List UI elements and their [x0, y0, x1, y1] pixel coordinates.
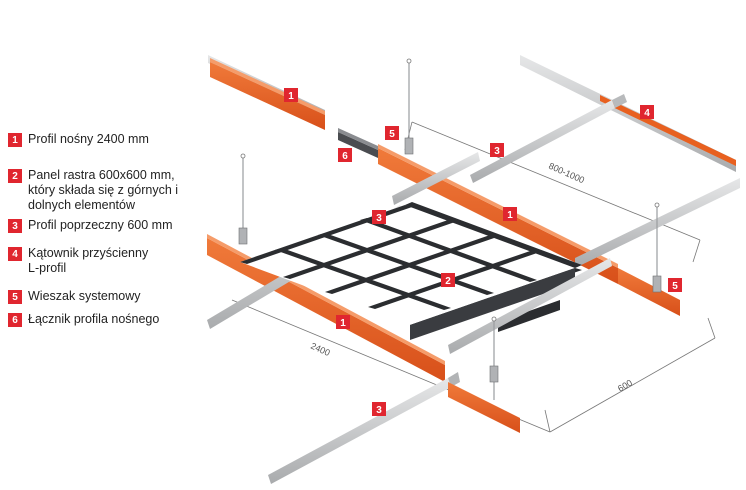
- callout-1-top: 1: [284, 88, 298, 102]
- callout-3-left: 3: [372, 210, 386, 224]
- grey-carrier-right: [470, 94, 627, 183]
- callout-3-bottom: 3: [372, 402, 386, 416]
- callout-4: 4: [640, 105, 654, 119]
- callout-6: 6: [338, 148, 352, 162]
- legend-badge: 6: [8, 313, 22, 327]
- callout-5-right: 5: [668, 278, 682, 292]
- svg-text:1: 1: [507, 210, 513, 221]
- callout-1-left: 1: [336, 315, 350, 329]
- legend-item-1: 1 Profil nośny 2400 mm: [8, 132, 149, 147]
- legend-badge: 2: [8, 169, 22, 183]
- legend-item-3: 3 Profil poprzeczny 600 mm: [8, 218, 173, 233]
- legend-badge: 4: [8, 247, 22, 261]
- legend-label: Profil poprzeczny 600 mm: [28, 218, 173, 232]
- dimension-main-length: 2400: [309, 341, 331, 358]
- svg-text:4: 4: [644, 108, 650, 119]
- main-profile-bottom: [448, 382, 520, 433]
- callout-1-middle: 1: [503, 207, 517, 221]
- legend-label: Profil nośny 2400 mm: [28, 132, 149, 146]
- legend-label: Łącznik profila nośnego: [28, 312, 160, 326]
- legend-item-5: 5 Wieszak systemowy: [8, 289, 141, 304]
- grey-profile-bottom: [268, 372, 460, 484]
- callout-5-top: 5: [385, 126, 399, 140]
- callout-2: 2: [441, 273, 455, 287]
- legend-badge: 1: [8, 133, 22, 147]
- main-profile-top-left: [210, 58, 325, 130]
- svg-text:1: 1: [340, 318, 346, 329]
- svg-text:2: 2: [445, 276, 451, 287]
- callout-3-top: 3: [490, 143, 504, 157]
- svg-text:3: 3: [376, 405, 382, 416]
- legend-item-4: 4 Kątownik przyścienny L-profil: [8, 246, 148, 276]
- svg-text:1: 1: [288, 91, 294, 102]
- svg-text:3: 3: [494, 146, 500, 157]
- legend-item-6: 6 Łącznik profila nośnego: [8, 312, 159, 327]
- hangers: [242, 62, 658, 400]
- wall-angle-profiles: [208, 55, 736, 172]
- hanger-clips: [238, 137, 662, 383]
- svg-text:5: 5: [389, 129, 395, 140]
- hanger-tops: [240, 58, 660, 322]
- legend-item-2: 2 Panel rastra 600x600 mm, który składa …: [8, 168, 178, 213]
- legend-label: Panel rastra 600x600 mm, który składa si…: [28, 168, 179, 212]
- svg-text:6: 6: [342, 151, 348, 162]
- legend-label: Kątownik przyścienny L-profil: [28, 246, 149, 275]
- dimension-hanger-spacing: 800-1000: [547, 161, 586, 186]
- svg-text:3: 3: [376, 213, 382, 224]
- legend-label: Wieszak systemowy: [28, 289, 141, 303]
- wall-angle-right-orange-edge: [600, 95, 736, 166]
- legend-badge: 5: [8, 290, 22, 304]
- main-profile-connector: [338, 128, 378, 158]
- grey-cross-center: [448, 258, 612, 354]
- svg-text:5: 5: [672, 281, 678, 292]
- dimension-cross-length: 600: [616, 378, 634, 394]
- legend-badge: 3: [8, 219, 22, 233]
